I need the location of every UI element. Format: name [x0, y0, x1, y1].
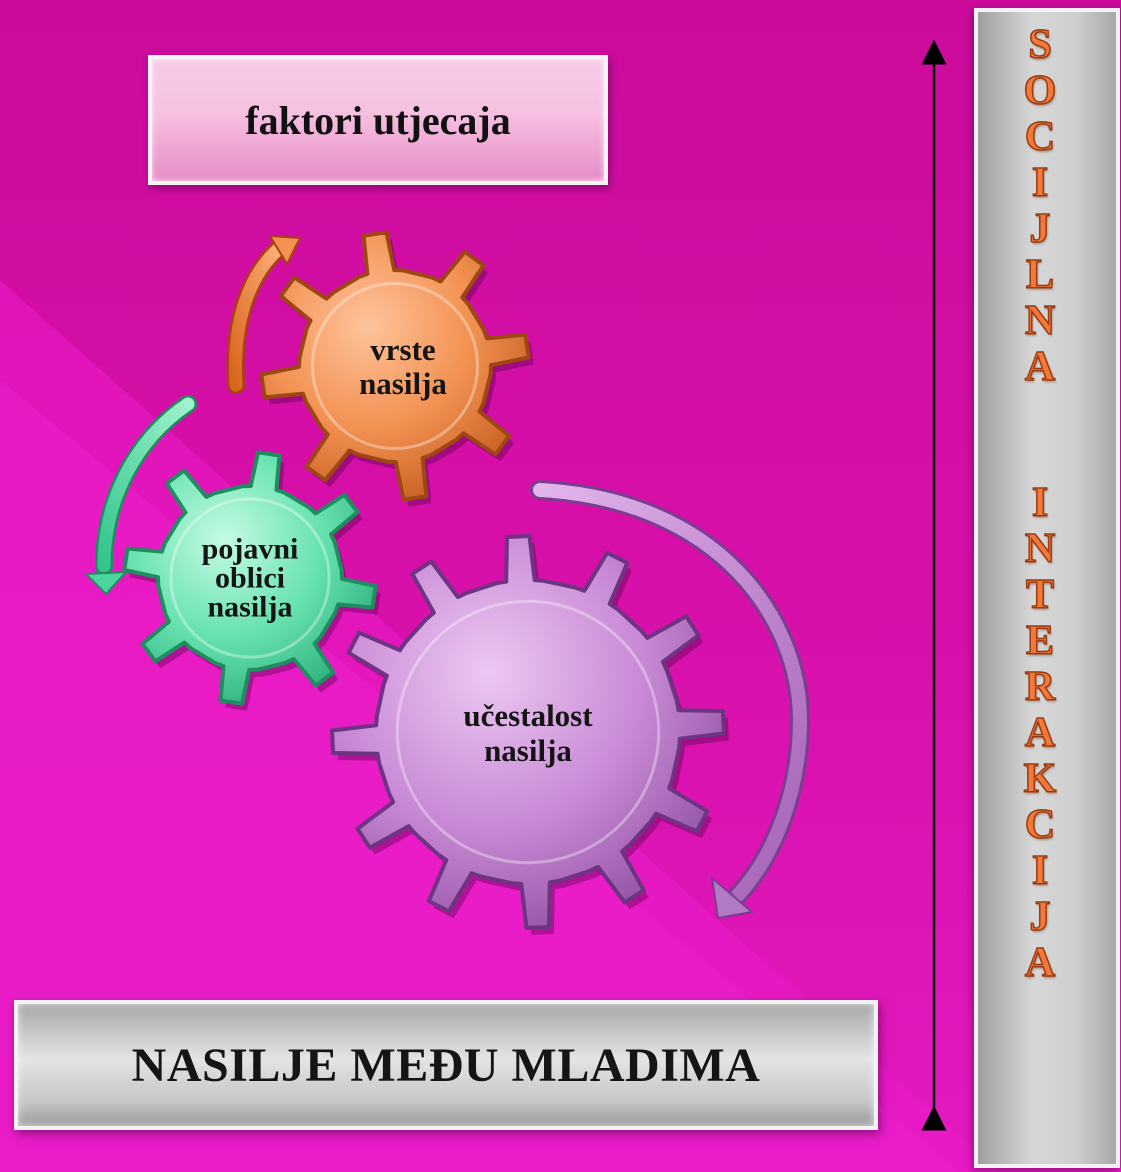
purple-curved-arrow [530, 480, 811, 920]
side-label-letter: A [1024, 343, 1056, 391]
bottom-label-box: NASILJE MEĐU MLADIMA [14, 1000, 878, 1130]
gear-hub-ring [169, 497, 331, 659]
gear-label-line: učestalost [463, 698, 593, 733]
bottom-label-text: NASILJE MEĐU MLADIMA [131, 1038, 761, 1092]
gear-label-line: vrste [370, 332, 436, 367]
orange-curved-arrow [226, 234, 302, 394]
gear-label-line: pojavni [201, 532, 299, 566]
gear-label-line: nasilja [207, 590, 293, 624]
gear-label-ucestalost: učestalost nasilja [463, 698, 592, 768]
gear-body [259, 230, 531, 502]
side-label-letter: J [1029, 893, 1052, 941]
gear-hub-ring [310, 281, 480, 451]
side-label-letter: C [1024, 801, 1056, 849]
gear-label-vrste: vrste nasilja [359, 333, 447, 401]
side-label-letter: I [1031, 159, 1049, 207]
title-box: faktori utjecaja [148, 55, 608, 185]
side-label-letter: N [1024, 525, 1056, 573]
title-text: faktori utjecaja [245, 97, 511, 143]
side-label-letter: L [1025, 251, 1055, 299]
gear-ucestalost-nasilja [330, 534, 729, 935]
side-label-letter: I [1031, 847, 1049, 895]
gear-label-line: oblici [214, 561, 286, 595]
side-label-letter: A [1024, 709, 1056, 757]
side-label-bar [974, 8, 1120, 1168]
gear-vrste-nasilja [259, 230, 534, 507]
gear-body [330, 534, 726, 930]
side-label-letter: N [1024, 297, 1056, 345]
green-curved-arrow [83, 395, 197, 596]
gear-label-pojavni: pojavni oblici nasilja [201, 532, 299, 624]
side-label-letter: K [1023, 755, 1057, 803]
side-label-letter: J [1029, 205, 1052, 253]
side-label-letter: T [1025, 571, 1055, 619]
side-label-letter: O [1023, 67, 1057, 115]
gear-body [122, 450, 378, 706]
side-label-letter: S [1028, 21, 1053, 69]
gear-pojavni-oblici-nasilja [122, 450, 381, 711]
side-label-letter: A [1024, 939, 1056, 987]
side-label-letter: I [1031, 479, 1049, 527]
gear-label-line: nasilja [359, 366, 447, 401]
gear-label-line: nasilja [484, 733, 572, 768]
gear-hub-ring [395, 599, 661, 865]
side-label-letter: E [1025, 617, 1055, 665]
side-label-letter: R [1024, 663, 1056, 711]
side-label-letter: C [1024, 113, 1056, 161]
